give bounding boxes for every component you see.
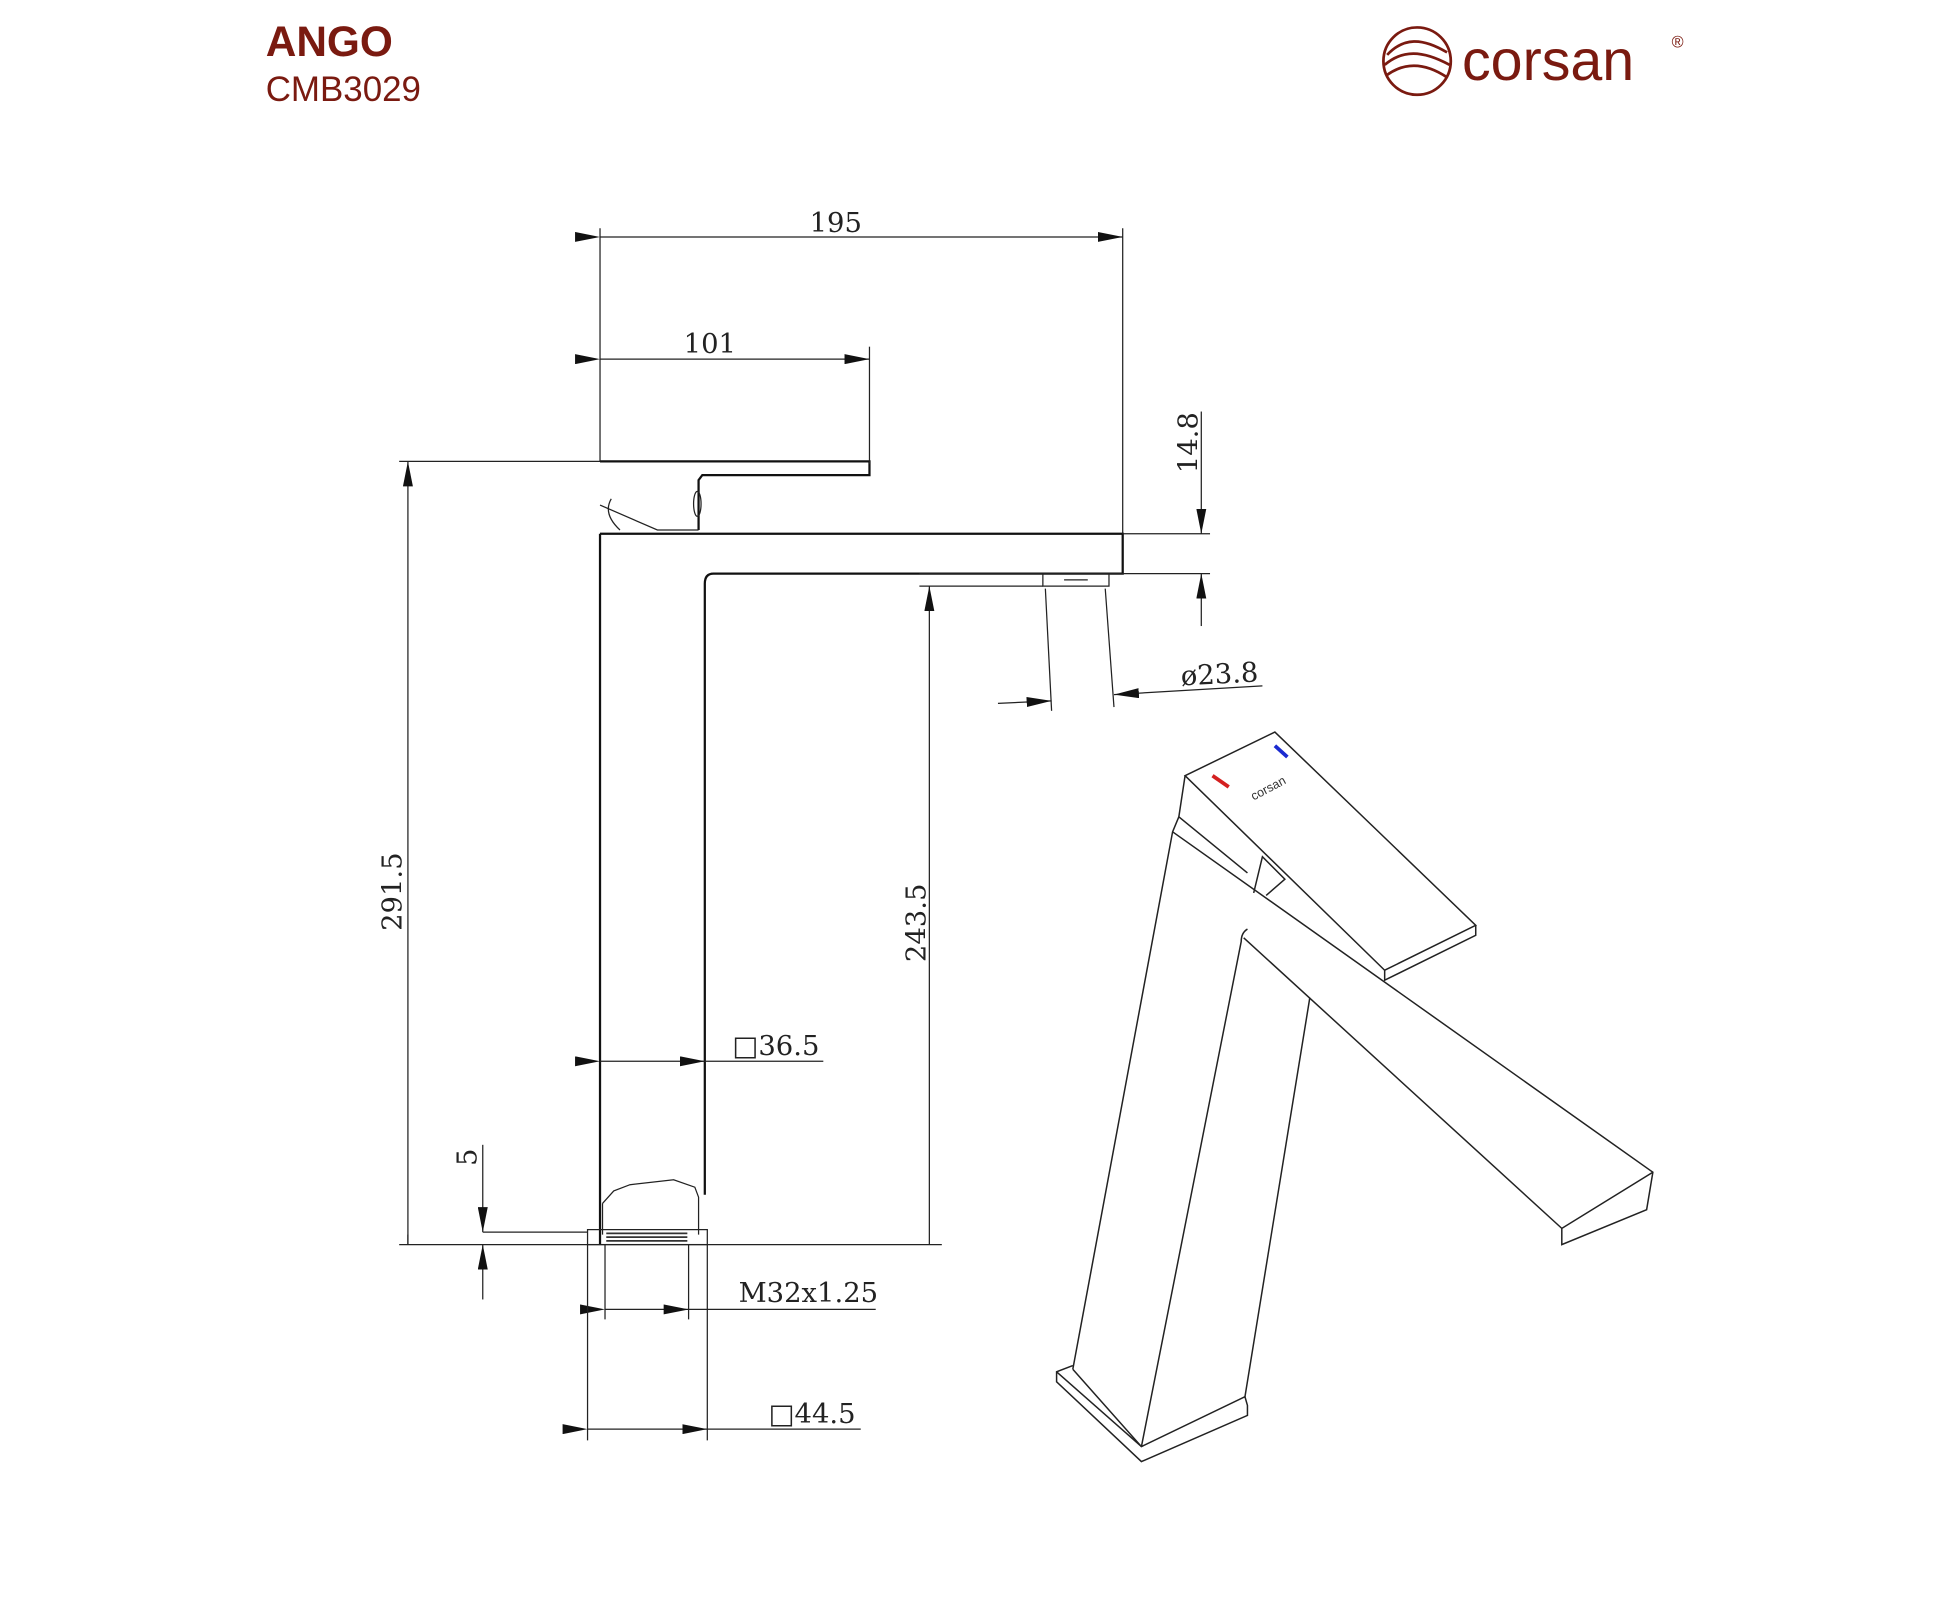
handle-logo: corsan [1249,773,1289,803]
dimension-thread: M32x1.25 [580,1244,879,1320]
dim-label-101: 101 [684,329,736,360]
dim-label-291-5: 291.5 [378,852,409,931]
dim-label-243-5: 243.5 [902,884,933,963]
isometric-faucet-view [1055,731,1654,1463]
dimension-aerator-diameter: ø23.8 [997,588,1263,711]
dimension-spout-thickness: 14.8 [919,411,1211,627]
dim-label-36-5: □36.5 [732,1031,819,1062]
hot-indicator-icon [1211,774,1230,789]
cold-indicator-icon [1273,744,1289,759]
brand-name: corsan [1462,29,1634,93]
dimension-overall-height: 291.5 [378,460,942,1246]
wave-emblem-icon [1382,26,1453,97]
dimension-base-square: □44.5 [562,1244,861,1441]
dimension-spout-height: 243.5 [902,585,1043,1245]
dim-label-thread: M32x1.25 [739,1278,879,1309]
side-view-faucet [586,460,1124,1246]
dim-label-5: 5 [453,1149,484,1166]
dim-label-14-8: 14.8 [1174,412,1205,473]
corsan-logo: corsan ® [1382,26,1684,97]
dimension-overall-length: 195 [575,208,1124,534]
dimension-handle-length: 101 [575,329,871,464]
registered-mark: ® [1672,33,1684,51]
dim-label-23-8: ø23.8 [1180,657,1259,692]
product-name: ANGO [266,18,393,65]
dimension-body-square: □36.5 [575,1031,824,1067]
product-code: CMB3029 [266,70,421,109]
dim-label-44-5: □44.5 [769,1399,856,1430]
dim-label-195: 195 [810,208,862,239]
dimension-base-offset: 5 [453,1144,588,1300]
